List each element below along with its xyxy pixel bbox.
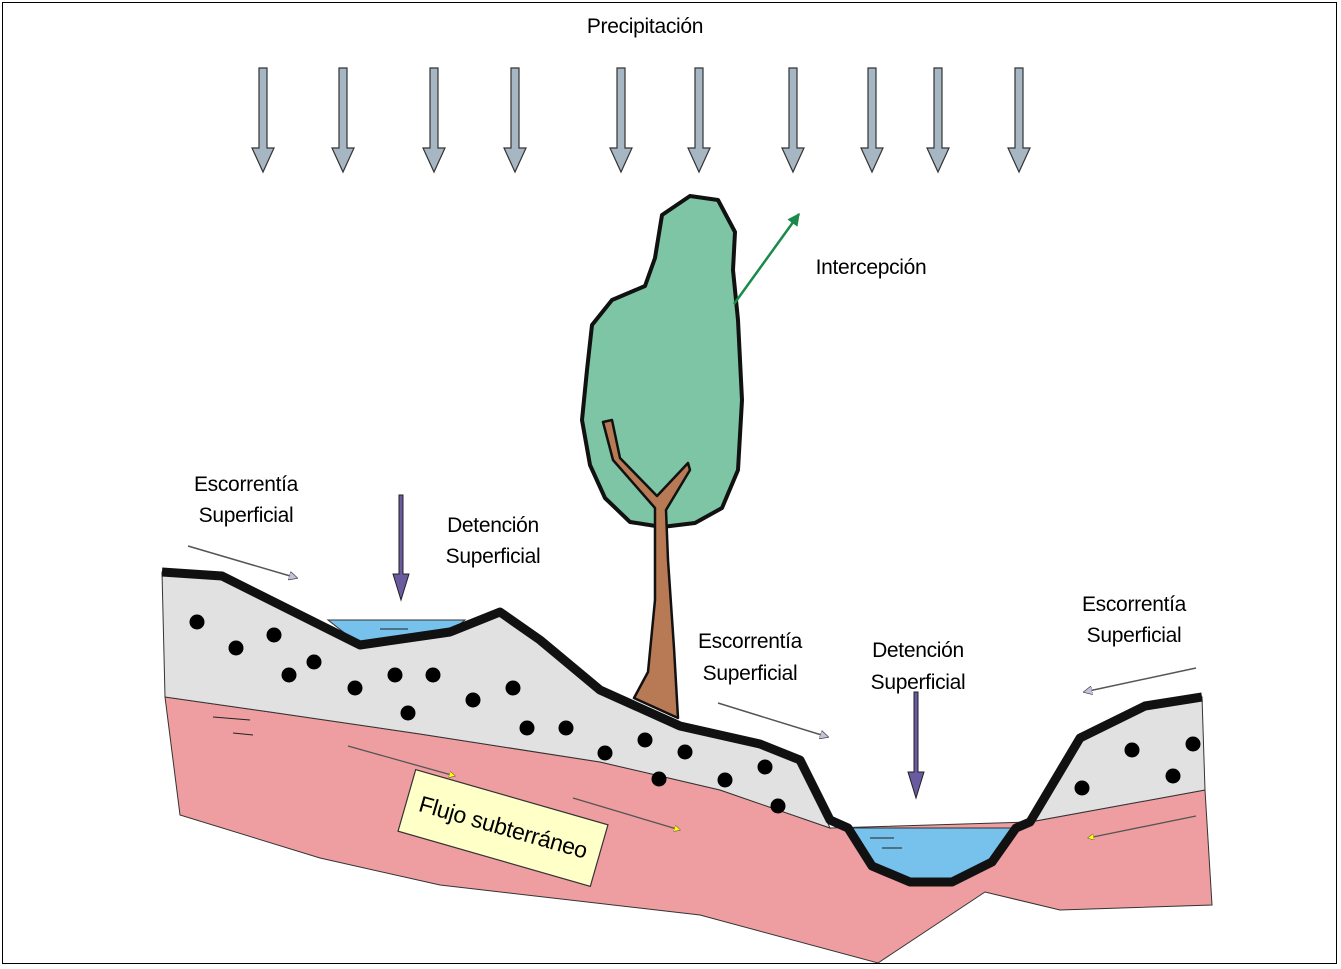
detention-left-label-line1: Detención bbox=[447, 514, 539, 537]
precipitation-arrows bbox=[252, 68, 1030, 172]
interception-label: Intercepción bbox=[816, 256, 927, 279]
precipitation-label: Precipitación bbox=[587, 15, 703, 38]
runoff-mid-label-line1: Escorrentía bbox=[698, 630, 803, 653]
interception-arrow bbox=[734, 214, 799, 304]
tree-canopy bbox=[582, 196, 742, 527]
runoff-mid-label-line2: Superficial bbox=[703, 662, 798, 685]
runoff-right-label-line1: Escorrentía bbox=[1082, 593, 1187, 616]
runoff-left-label-line1: Escorrentía bbox=[194, 473, 299, 496]
detention-left-label-line2: Superficial bbox=[446, 545, 541, 568]
runoff-left-label-line2: Superficial bbox=[199, 504, 294, 527]
runoff-right-label-line2: Superficial bbox=[1087, 624, 1182, 647]
detention-right-label-line2: Superficial bbox=[871, 671, 966, 694]
detention-right-label-line1: Detención bbox=[872, 639, 964, 662]
